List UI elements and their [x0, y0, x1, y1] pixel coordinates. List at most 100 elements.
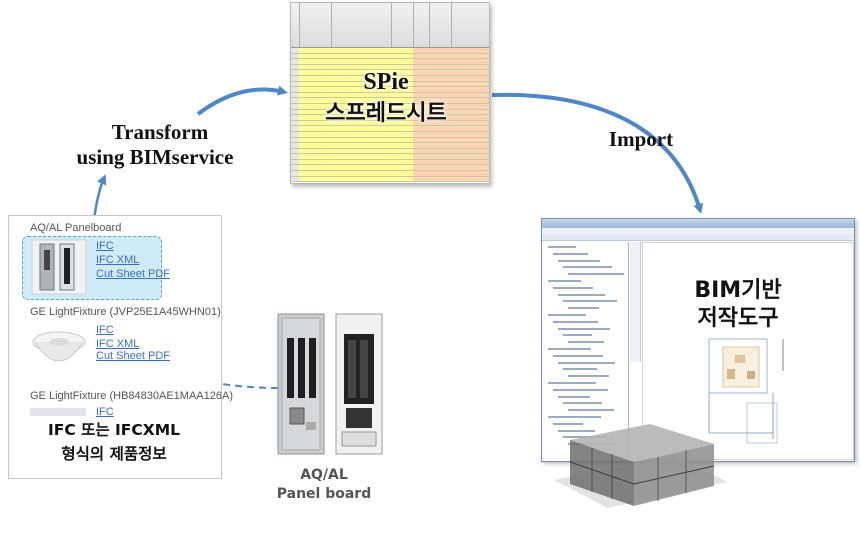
spreadsheet-cell	[413, 143, 489, 148]
spreadsheet-cell	[291, 75, 299, 81]
tree-node[interactable]	[563, 266, 612, 269]
tree-node[interactable]	[553, 388, 608, 391]
spreadsheet-cell	[299, 48, 413, 53]
tree-node[interactable]	[558, 429, 595, 432]
link-ifc-xml[interactable]: IFC XML	[96, 254, 140, 266]
tree-node[interactable]	[568, 409, 614, 412]
link-cut-sheet-pdf[interactable]: Cut Sheet PDF	[96, 268, 170, 280]
spreadsheet-title: SPie	[363, 69, 409, 95]
spreadsheet-row	[291, 64, 489, 71]
spreadsheet-cell	[299, 131, 413, 137]
bim-tool-label-line2: 저작도구	[697, 306, 779, 331]
spreadsheet-cell	[299, 176, 413, 182]
link-cut-sheet-pdf[interactable]: Cut Sheet PDF	[96, 350, 170, 362]
spreadsheet-cell	[413, 159, 489, 165]
tree-node[interactable]	[563, 368, 597, 371]
spreadsheet-cell	[291, 120, 299, 126]
spreadsheet-cell	[413, 126, 489, 131]
tree-node[interactable]	[568, 341, 604, 344]
spreadsheet-row	[291, 81, 489, 88]
catalog-caption-line2: 형식의 제품정보	[61, 445, 167, 463]
spreadsheet-cell	[291, 137, 299, 143]
spreadsheet-cell	[291, 165, 299, 171]
spreadsheet-row	[291, 98, 489, 104]
catalog-caption-line1: IFC 또는 IFCXML	[47, 421, 181, 439]
spreadsheet-cell	[413, 176, 489, 182]
bim-authoring-window	[541, 218, 855, 462]
spreadsheet-cell	[299, 171, 413, 176]
spreadsheet-cell	[413, 131, 489, 137]
spreadsheet-header	[291, 3, 489, 48]
spreadsheet-cell	[299, 87, 413, 92]
tree-node[interactable]	[568, 273, 624, 276]
bim-model-tree	[544, 242, 629, 458]
tree-node[interactable]	[563, 300, 617, 303]
catalog-item-title: GE LightFixture (HB84830AE1MAA126A)	[30, 390, 233, 402]
spreadsheet-cell	[413, 103, 489, 109]
tree-node[interactable]	[558, 293, 605, 296]
tree-node[interactable]	[548, 382, 596, 384]
tree-node[interactable]	[558, 327, 610, 330]
spreadsheet-row	[291, 148, 489, 155]
link-ifc[interactable]: IFC	[96, 406, 114, 418]
tree-node[interactable]	[553, 320, 598, 323]
spreadsheet-cell	[413, 75, 489, 81]
spreadsheet-cell	[413, 120, 489, 126]
tree-node[interactable]	[553, 422, 583, 425]
spreadsheet-cell	[291, 154, 299, 159]
tree-node[interactable]	[548, 314, 586, 316]
link-ifc[interactable]: IFC	[96, 324, 114, 336]
spreadsheet-cell	[413, 48, 489, 53]
spreadsheet-cell	[299, 165, 413, 171]
spreadsheet-cell	[413, 92, 489, 98]
spreadsheet-row	[291, 75, 489, 82]
tree-node[interactable]	[548, 348, 591, 350]
spreadsheet-row	[291, 137, 489, 144]
spreadsheet-cell	[413, 98, 489, 103]
transform-line2: using BIMservice	[76, 145, 234, 170]
spreadsheet-rows	[291, 48, 489, 183]
spreadsheet-cell	[291, 81, 299, 87]
spreadsheet-row	[291, 109, 489, 116]
spreadsheet-cell	[299, 92, 413, 98]
spreadsheet-row	[291, 143, 489, 149]
tree-node[interactable]	[558, 395, 590, 398]
tree-node[interactable]	[568, 307, 599, 310]
link-ifc-xml[interactable]: IFC XML	[96, 338, 140, 350]
spreadsheet-row	[291, 87, 489, 93]
bim-window-titlebar	[542, 219, 854, 228]
spreadsheet-cell	[299, 120, 413, 126]
spreadsheet-cell	[413, 87, 489, 92]
product-label: AQ/AL Panel board	[264, 466, 384, 504]
spreadsheet-cell	[291, 48, 299, 53]
spreadsheet-cell	[413, 165, 489, 171]
link-ifc[interactable]: IFC	[96, 240, 114, 252]
spreadsheet-cell	[299, 81, 413, 87]
tree-node[interactable]	[548, 280, 581, 282]
tree-node[interactable]	[563, 334, 592, 337]
spreadsheet-cell	[299, 115, 413, 120]
spreadsheet-row	[291, 131, 489, 138]
spreadsheet-cell	[299, 159, 413, 165]
tree-node[interactable]	[553, 354, 603, 357]
tree-node[interactable]	[548, 246, 576, 248]
tree-node[interactable]	[558, 361, 615, 364]
tree-node[interactable]	[568, 375, 609, 378]
tree-node[interactable]	[548, 416, 601, 418]
spreadsheet-cell	[291, 131, 299, 137]
floor-plan-drawing	[708, 338, 784, 444]
product-label-line1: AQ/AL	[300, 467, 348, 483]
catalog-caption: IFC 또는 IFCXML 형식의 제품정보	[14, 418, 214, 474]
spreadsheet-cell	[413, 70, 489, 75]
tree-node[interactable]	[553, 286, 593, 289]
spreadsheet-cell	[413, 154, 489, 159]
tree-node[interactable]	[558, 259, 600, 262]
spreadsheet-row	[291, 103, 489, 110]
spreadsheet-cell	[413, 148, 489, 154]
spreadsheet-cell	[299, 137, 413, 143]
import-label: Import	[608, 127, 674, 151]
tree-node[interactable]	[563, 402, 602, 405]
spreadsheet-cell	[299, 70, 413, 75]
tree-node[interactable]	[553, 252, 588, 255]
spreadsheet-row	[291, 159, 489, 166]
